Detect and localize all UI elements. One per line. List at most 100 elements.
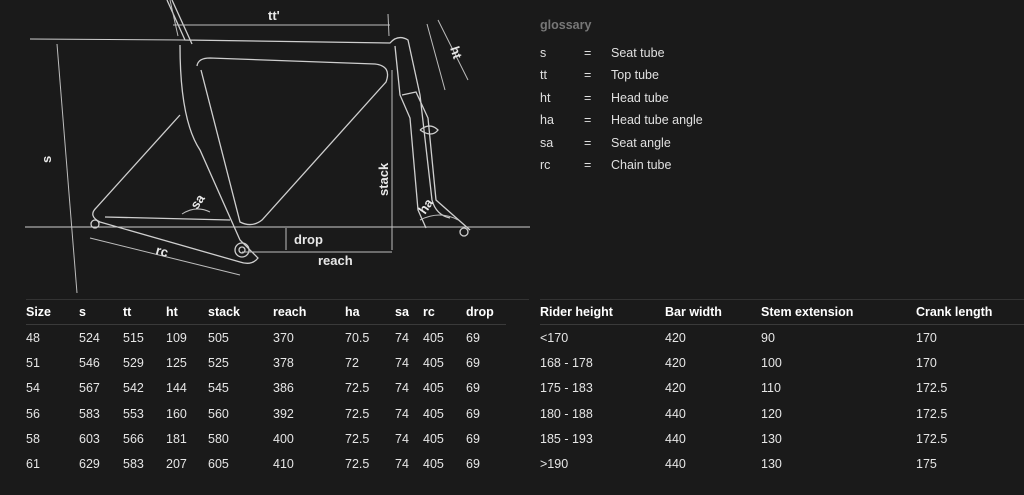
glossary-item: tt = Top tube: [540, 68, 840, 90]
table-cell: 72.5: [345, 381, 370, 396]
table-cell: 440: [665, 457, 686, 472]
glossary-abbr: ht: [540, 90, 551, 105]
glossary-equals: =: [584, 113, 592, 128]
col-header: sa: [395, 305, 409, 319]
table-cell: 405: [423, 457, 444, 472]
table-cell: 181: [166, 431, 187, 446]
glossary-item: rc = Chain tube: [540, 158, 840, 180]
table-cell: 69: [466, 457, 480, 472]
table-cell: 74: [395, 406, 409, 421]
label-reach: reach: [318, 253, 353, 268]
table-cell: 420: [665, 355, 686, 370]
glossary-definition: Head tube: [611, 90, 669, 105]
glossary-definition: Head tube angle: [611, 113, 703, 128]
table-cell: 69: [466, 406, 480, 421]
col-header: s: [79, 305, 86, 319]
label-stack: stack: [376, 162, 391, 196]
label-ha: ha: [415, 195, 436, 217]
table-cell: 125: [166, 355, 187, 370]
col-header: Size: [26, 305, 52, 319]
table-cell: 170: [916, 330, 937, 345]
glossary-definition: Seat tube: [611, 46, 665, 60]
divider: [26, 299, 529, 300]
glossary-definition: Top tube: [611, 68, 659, 83]
glossary-item: sa = Seat angle: [540, 136, 840, 158]
col-header: Rider height: [540, 305, 613, 319]
glossary-definition: Seat angle: [611, 135, 671, 150]
table-cell: 74: [395, 355, 409, 370]
label-rc: rc: [154, 242, 170, 260]
table-cell: 168 - 178: [540, 355, 593, 370]
glossary-equals: =: [584, 46, 592, 60]
glossary-abbr: tt: [540, 68, 547, 83]
glossary-equals: =: [584, 157, 592, 172]
table-cell: 72.5: [345, 431, 370, 446]
glossary-abbr: rc: [540, 157, 551, 172]
glossary-equals: =: [584, 68, 592, 83]
table-cell: 69: [466, 330, 480, 345]
table-cell: 420: [665, 330, 686, 345]
table-cell: 525: [208, 355, 229, 370]
table-cell: 545: [208, 381, 229, 396]
glossary-abbr: s: [540, 46, 547, 60]
table-cell: 69: [466, 381, 480, 396]
table-cell: 440: [665, 431, 686, 446]
col-header: Crank length: [916, 305, 993, 319]
table-cell: 370: [273, 330, 294, 345]
table-cell: 580: [208, 431, 229, 446]
table-cell: 172.5: [916, 431, 948, 446]
table-cell: 170: [916, 355, 937, 370]
table-cell: 629: [79, 457, 100, 472]
col-header: drop: [466, 305, 494, 319]
table-cell: 524: [79, 330, 100, 345]
frame-outline: [92, 0, 471, 264]
table-cell: 566: [123, 431, 144, 446]
table-cell: 603: [79, 431, 100, 446]
table-cell: 180 - 188: [540, 406, 593, 421]
table-cell: 560: [208, 406, 229, 421]
table-cell: 420: [665, 381, 686, 396]
col-header: ht: [166, 305, 178, 319]
table-cell: 110: [761, 381, 781, 396]
table-cell: 515: [123, 330, 144, 345]
table-header-row: Rider height Bar width Stem extension Cr…: [540, 300, 1024, 325]
glossary-item: ha = Head tube angle: [540, 113, 840, 135]
label-ht: ht: [447, 44, 465, 61]
table-cell: 400: [273, 431, 294, 446]
table-cell: 72.5: [345, 457, 370, 472]
glossary-title: glossary: [540, 18, 592, 32]
glossary-abbr: ha: [540, 113, 554, 128]
table-cell: 172.5: [916, 406, 948, 421]
table-cell: 529: [123, 355, 144, 370]
table-cell: 583: [123, 457, 144, 472]
table-cell: 130: [761, 457, 782, 472]
table-cell: 405: [423, 431, 444, 446]
glossary-abbr: sa: [540, 135, 554, 150]
table-cell: 109: [166, 330, 187, 345]
table-cell: 553: [123, 406, 144, 421]
label-s: s: [39, 156, 54, 163]
table-cell: 185 - 193: [540, 431, 593, 446]
table-cell: 120: [761, 406, 782, 421]
table-cell: 51: [26, 355, 40, 370]
table-cell: 386: [273, 381, 294, 396]
table-cell: 405: [423, 330, 444, 345]
glossary-equals: =: [584, 90, 592, 105]
table-cell: 61: [26, 457, 40, 472]
table-cell: 48: [26, 330, 40, 345]
col-header: Bar width: [665, 305, 722, 319]
table-cell: 440: [665, 406, 686, 421]
table-cell: 130: [761, 431, 782, 446]
rider-fit-table: Rider height Bar width Stem extension Cr…: [540, 300, 1024, 477]
table-cell: 583: [79, 406, 100, 421]
col-header: rc: [423, 305, 435, 319]
table-cell: 70.5: [345, 330, 370, 345]
label-tt: tt': [268, 8, 280, 23]
table-cell: 90: [761, 330, 775, 345]
